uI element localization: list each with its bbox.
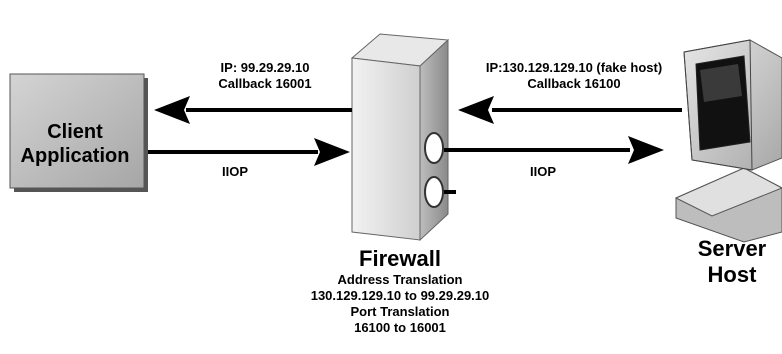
iiop-label-left: IIOP bbox=[221, 164, 248, 179]
client-application-label: Client Application bbox=[10, 120, 140, 168]
right-callback-text: Callback 16100 bbox=[527, 76, 621, 91]
right-ip-text: IP:130.129.129.10 (fake host) bbox=[485, 60, 663, 75]
callback-ip-label-right: IP:130.129.129.10 (fake host) Callback 1… bbox=[456, 60, 692, 92]
firewall-title: Firewall bbox=[359, 246, 441, 271]
server-host-caption: Server Host bbox=[684, 236, 780, 288]
iiop-label-right: IIOP bbox=[529, 164, 556, 179]
arrow-iiop-to-firewall bbox=[148, 138, 350, 166]
client-label-line2: Application bbox=[20, 145, 130, 167]
server-label-line2: Host bbox=[707, 262, 757, 287]
port-translation-heading: Port Translation bbox=[350, 304, 450, 319]
server-label-line1: Server bbox=[697, 236, 767, 261]
address-translation-detail: 130.129.129.10 to 99.29.29.10 bbox=[310, 288, 490, 303]
firewall-caption: Firewall Address Translation 130.129.129… bbox=[290, 246, 510, 336]
arrow-iiop-to-server bbox=[444, 136, 664, 164]
client-application-box bbox=[9, 73, 148, 192]
left-callback-text: Callback 16001 bbox=[218, 76, 312, 91]
arrow-callback-to-firewall bbox=[458, 96, 682, 124]
client-label-line1: Client bbox=[47, 121, 103, 143]
firewall-icon bbox=[350, 33, 456, 242]
callback-ip-label-left: IP: 99.29.29.10 Callback 16001 bbox=[190, 60, 340, 92]
server-computer-icon bbox=[674, 39, 782, 243]
left-ip-text: IP: 99.29.29.10 bbox=[220, 60, 310, 75]
port-translation-detail: 16100 to 16001 bbox=[354, 320, 446, 335]
address-translation-heading: Address Translation bbox=[337, 272, 463, 287]
arrow-callback-to-client bbox=[154, 96, 352, 124]
